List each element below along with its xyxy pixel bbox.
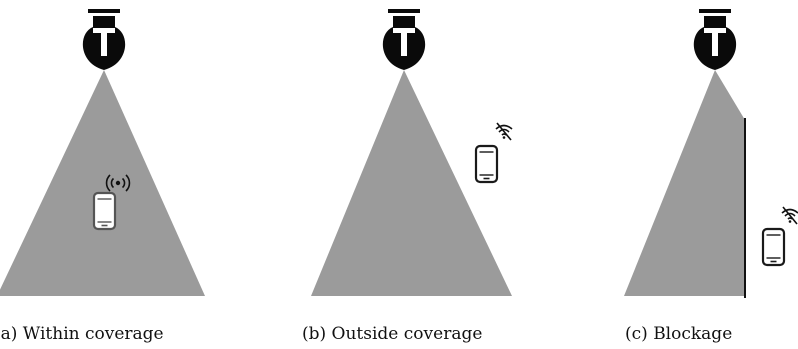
no-signal-icon xyxy=(781,206,798,225)
panel-within-coverage xyxy=(0,9,205,296)
lamp-icon xyxy=(382,9,426,70)
panel-outside-coverage xyxy=(311,9,513,296)
caption-within-coverage: (a) Within coverage xyxy=(0,324,164,344)
caption-outside-coverage: (b) Outside coverage xyxy=(302,324,483,344)
no-signal-icon xyxy=(495,122,513,141)
panel-blockage xyxy=(624,9,798,298)
lamp-icon xyxy=(693,9,737,70)
phone-icon xyxy=(474,144,499,184)
light-beam-cone xyxy=(624,70,745,296)
wifi-signal-icon xyxy=(105,174,131,192)
caption-blockage: (c) Blockage xyxy=(625,324,733,344)
lamp-icon xyxy=(82,9,126,70)
light-beam-cone xyxy=(0,70,205,296)
light-beam-cone xyxy=(311,70,512,296)
phone-icon xyxy=(92,191,117,231)
phone-icon xyxy=(761,227,786,267)
